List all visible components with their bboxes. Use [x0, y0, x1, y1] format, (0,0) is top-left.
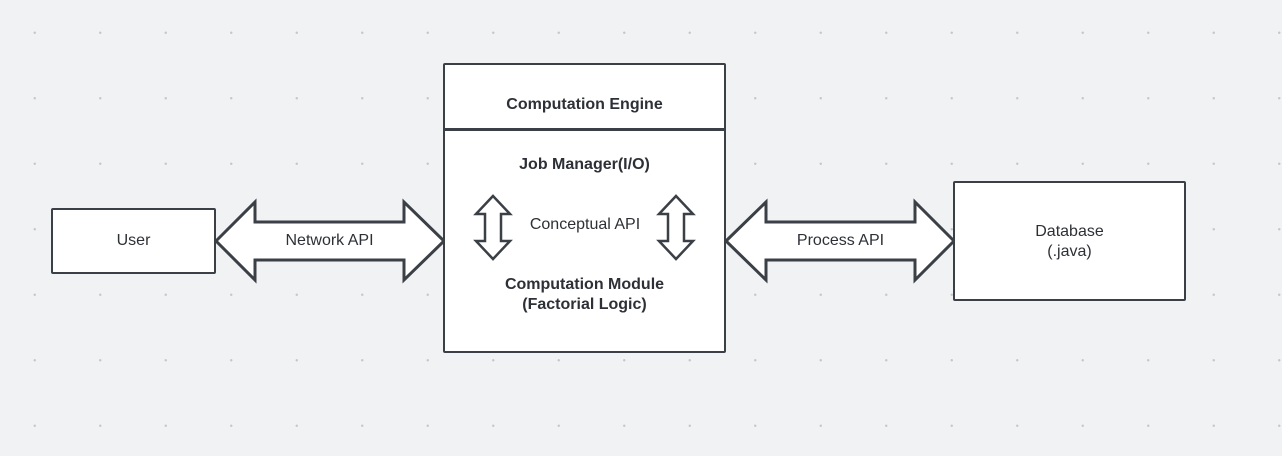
process-api-label: Process API: [796, 232, 885, 249]
network-api-label: Network API: [285, 232, 374, 249]
database-node[interactable]: [953, 181, 1186, 301]
factorial-logic-label: (Factorial Logic): [522, 296, 647, 313]
database-label: Database: [1035, 223, 1104, 240]
conceptual-api-arrow-left[interactable]: [473, 194, 513, 261]
database-type-label: (.java): [1047, 243, 1092, 260]
user-node[interactable]: [51, 208, 216, 274]
computation-module-label: Computation Module: [504, 276, 665, 293]
job-manager-label: Job Manager(I/O): [519, 156, 650, 173]
conceptual-api-label: Conceptual API: [529, 216, 641, 233]
engine-header-divider: [443, 128, 726, 131]
engine-title: Computation Engine: [506, 96, 663, 113]
conceptual-api-arrow-right[interactable]: [656, 194, 696, 261]
user-label: User: [116, 232, 151, 249]
